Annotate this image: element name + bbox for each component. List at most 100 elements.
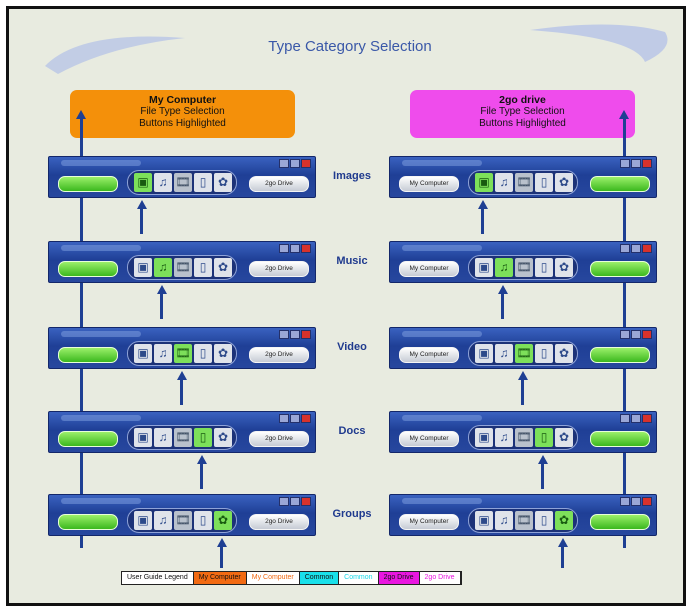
my-computer-button[interactable]: My Computer [399, 176, 459, 192]
music-icon[interactable]: ♫ [495, 344, 513, 363]
video-icon[interactable]: 🎞 [515, 344, 533, 363]
maximize-button[interactable] [631, 414, 641, 423]
music-icon[interactable]: ♫ [154, 344, 172, 363]
close-button[interactable] [301, 414, 311, 423]
video-icon[interactable]: 🎞 [515, 428, 533, 447]
minimize-button[interactable] [279, 159, 289, 168]
groups-icon[interactable]: ✿ [555, 511, 573, 530]
close-button[interactable] [642, 244, 652, 253]
close-button[interactable] [301, 159, 311, 168]
image-icon[interactable]: ▣ [134, 511, 152, 530]
close-button[interactable] [642, 330, 652, 339]
close-button[interactable] [301, 244, 311, 253]
image-icon[interactable]: ▣ [475, 258, 493, 277]
2go-drive-button[interactable]: 2go Drive [249, 176, 309, 192]
maximize-button[interactable] [290, 159, 300, 168]
my-computer-button[interactable]: My Computer [399, 431, 459, 447]
minimize-button[interactable] [620, 244, 630, 253]
image-icon[interactable]: ▣ [475, 173, 493, 192]
document-icon[interactable]: ▯ [194, 173, 212, 192]
video-icon[interactable]: 🎞 [174, 344, 192, 363]
image-icon[interactable]: ▣ [134, 258, 152, 277]
image-icon[interactable]: ▣ [134, 173, 152, 192]
document-icon[interactable]: ▯ [535, 258, 553, 277]
document-icon[interactable]: ▯ [535, 173, 553, 192]
groups-icon[interactable]: ✿ [555, 344, 573, 363]
my-computer-active-button[interactable] [58, 176, 118, 192]
2go-drive-button[interactable]: 2go Drive [249, 431, 309, 447]
document-icon[interactable]: ▯ [194, 258, 212, 277]
maximize-button[interactable] [631, 244, 641, 253]
maximize-button[interactable] [290, 497, 300, 506]
image-icon[interactable]: ▣ [475, 428, 493, 447]
image-icon[interactable]: ▣ [134, 428, 152, 447]
groups-icon[interactable]: ✿ [214, 428, 232, 447]
groups-icon[interactable]: ✿ [555, 173, 573, 192]
minimize-button[interactable] [279, 497, 289, 506]
music-icon[interactable]: ♫ [495, 428, 513, 447]
music-icon[interactable]: ♫ [154, 173, 172, 192]
maximize-button[interactable] [631, 497, 641, 506]
close-button[interactable] [642, 497, 652, 506]
minimize-button[interactable] [620, 414, 630, 423]
groups-icon[interactable]: ✿ [214, 511, 232, 530]
music-icon[interactable]: ♫ [154, 511, 172, 530]
maximize-button[interactable] [631, 159, 641, 168]
close-button[interactable] [301, 330, 311, 339]
close-button[interactable] [642, 159, 652, 168]
my-computer-active-button[interactable] [58, 261, 118, 277]
image-icon[interactable]: ▣ [475, 511, 493, 530]
document-icon[interactable]: ▯ [194, 428, 212, 447]
document-icon[interactable]: ▯ [194, 511, 212, 530]
document-icon[interactable]: ▯ [194, 344, 212, 363]
minimize-button[interactable] [279, 414, 289, 423]
my-computer-button[interactable]: My Computer [399, 514, 459, 530]
groups-icon[interactable]: ✿ [214, 173, 232, 192]
2go-drive-active-button[interactable] [590, 176, 650, 192]
video-icon[interactable]: 🎞 [174, 173, 192, 192]
my-computer-button[interactable]: My Computer [399, 347, 459, 363]
minimize-button[interactable] [279, 330, 289, 339]
my-computer-active-button[interactable] [58, 514, 118, 530]
video-icon[interactable]: 🎞 [515, 258, 533, 277]
document-icon[interactable]: ▯ [535, 428, 553, 447]
groups-icon[interactable]: ✿ [555, 258, 573, 277]
document-icon[interactable]: ▯ [535, 344, 553, 363]
music-icon[interactable]: ♫ [495, 173, 513, 192]
minimize-button[interactable] [620, 497, 630, 506]
groups-icon[interactable]: ✿ [214, 344, 232, 363]
music-icon[interactable]: ♫ [154, 428, 172, 447]
close-button[interactable] [642, 414, 652, 423]
2go-drive-active-button[interactable] [590, 347, 650, 363]
music-icon[interactable]: ♫ [495, 258, 513, 277]
video-icon[interactable]: 🎞 [174, 428, 192, 447]
close-button[interactable] [301, 497, 311, 506]
document-icon[interactable]: ▯ [535, 511, 553, 530]
music-icon[interactable]: ♫ [495, 511, 513, 530]
maximize-button[interactable] [290, 414, 300, 423]
image-icon[interactable]: ▣ [134, 344, 152, 363]
2go-drive-active-button[interactable] [590, 431, 650, 447]
2go-drive-button[interactable]: 2go Drive [249, 347, 309, 363]
video-icon[interactable]: 🎞 [174, 258, 192, 277]
2go-drive-button[interactable]: 2go Drive [249, 514, 309, 530]
image-icon[interactable]: ▣ [475, 344, 493, 363]
2go-drive-active-button[interactable] [590, 261, 650, 277]
my-computer-button[interactable]: My Computer [399, 261, 459, 277]
minimize-button[interactable] [279, 244, 289, 253]
my-computer-active-button[interactable] [58, 347, 118, 363]
maximize-button[interactable] [290, 244, 300, 253]
video-icon[interactable]: 🎞 [515, 173, 533, 192]
my-computer-active-button[interactable] [58, 431, 118, 447]
maximize-button[interactable] [631, 330, 641, 339]
groups-icon[interactable]: ✿ [555, 428, 573, 447]
video-icon[interactable]: 🎞 [515, 511, 533, 530]
groups-icon[interactable]: ✿ [214, 258, 232, 277]
2go-drive-active-button[interactable] [590, 514, 650, 530]
2go-drive-button[interactable]: 2go Drive [249, 261, 309, 277]
minimize-button[interactable] [620, 330, 630, 339]
maximize-button[interactable] [290, 330, 300, 339]
minimize-button[interactable] [620, 159, 630, 168]
music-icon[interactable]: ♫ [154, 258, 172, 277]
video-icon[interactable]: 🎞 [174, 511, 192, 530]
